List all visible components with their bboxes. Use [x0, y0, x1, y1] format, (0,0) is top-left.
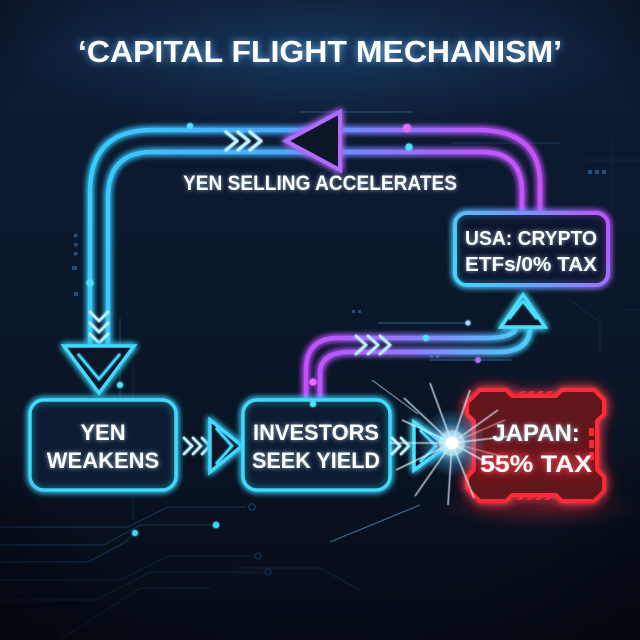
- usa-line2: ETFs/0% TAX: [465, 254, 598, 276]
- investors-line1: INVESTORS: [253, 420, 379, 445]
- usa-line1: USA: CRYPTO: [465, 228, 597, 250]
- investors-line2: SEEK YIELD: [252, 448, 380, 473]
- node-usa: USA: CRYPTO ETFs/0% TAX: [453, 211, 610, 287]
- node-yen-weakens: YEN WEAKENS: [28, 398, 178, 492]
- japan-line1: JAPAN:: [492, 420, 580, 447]
- page-title: ‘CAPITAL FLIGHT MECHANISM’: [78, 34, 562, 69]
- yen-weakens-box: [28, 398, 178, 492]
- node-japan: JAPAN: 55% TAX: [465, 388, 606, 503]
- loop-label: YEN SELLING ACCELERATES: [183, 172, 457, 195]
- yen-weakens-line1: YEN: [80, 420, 125, 445]
- yen-weakens-line2: WEAKENS: [47, 448, 159, 473]
- investors-box: [241, 398, 392, 492]
- node-investors: INVESTORS SEEK YIELD: [241, 398, 392, 492]
